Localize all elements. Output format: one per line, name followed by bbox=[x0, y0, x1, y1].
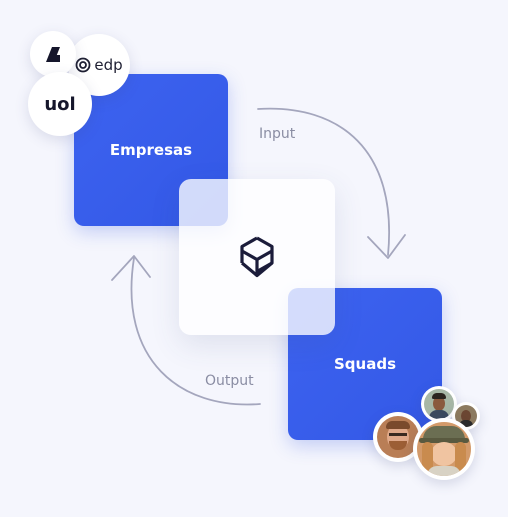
center-hexagon-logo-icon bbox=[240, 236, 274, 278]
a-logo bbox=[30, 31, 76, 77]
output-arrowhead-icon bbox=[111, 255, 151, 281]
avatar bbox=[413, 418, 475, 480]
edp-logo-text: edp bbox=[94, 56, 123, 74]
squads-label: Squads bbox=[333, 355, 396, 373]
input-label: Input bbox=[259, 126, 296, 142]
edp-swirl-icon bbox=[75, 57, 91, 73]
input-arrow-icon bbox=[257, 107, 390, 256]
center-platform-card bbox=[179, 179, 335, 335]
avatar bbox=[421, 386, 457, 422]
output-arrow-icon bbox=[130, 257, 261, 406]
empresas-label: Empresas bbox=[109, 141, 193, 159]
a-logo-icon bbox=[46, 47, 60, 62]
uol-logo: uol bbox=[28, 72, 92, 136]
uol-logo-text: uol bbox=[44, 93, 76, 115]
avatar bbox=[452, 402, 480, 430]
input-arrowhead-icon bbox=[367, 234, 406, 259]
edp-logo: edp bbox=[68, 34, 130, 96]
output-label: Output bbox=[205, 373, 254, 389]
